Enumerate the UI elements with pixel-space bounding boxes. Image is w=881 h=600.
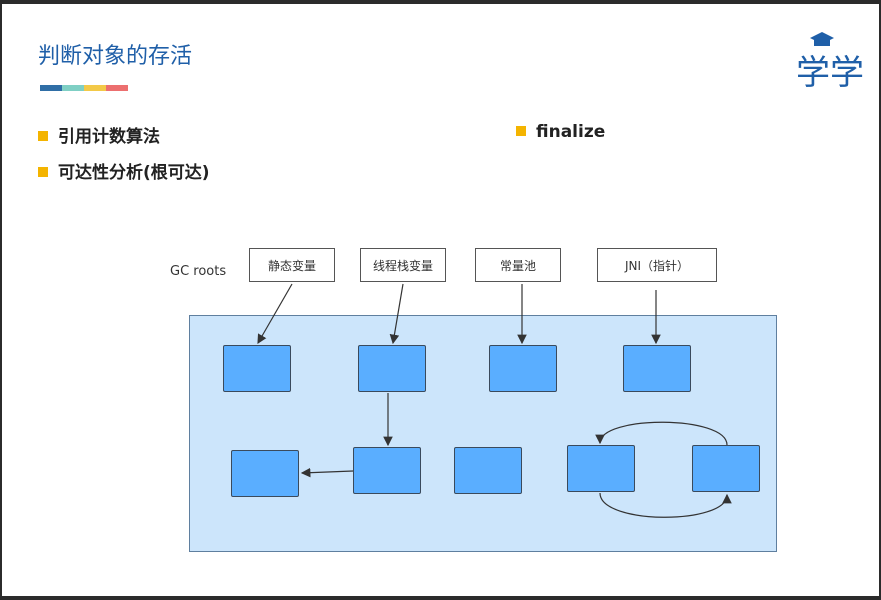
bullet-item-1: 引用计数算法: [38, 122, 160, 147]
bullet-item-2: 可达性分析(根可达): [38, 158, 210, 183]
brand-logo: 学学: [792, 26, 864, 93]
arrow-cycle-bottom: [599, 492, 732, 518]
accent-bar-2: [62, 85, 84, 91]
heap-object: [623, 345, 691, 392]
bullet-square-icon: [38, 131, 48, 141]
root-jni-pointer: JNI（指针）: [597, 248, 717, 282]
accent-bar-3: [84, 85, 106, 91]
heap-object: [353, 447, 421, 494]
logo-text: 学学: [796, 53, 864, 88]
heap-object: [223, 345, 291, 392]
bullet-item-3: finalize: [516, 122, 605, 142]
graduation-cap-icon: 学学: [796, 32, 864, 93]
bullet-square-icon: [516, 126, 526, 136]
arrow-static-to-object: [257, 283, 293, 345]
arrow-cycle-top: [595, 421, 728, 446]
accent-bar-4: [106, 85, 128, 91]
accent-bar-1: [40, 85, 62, 91]
heap-object: [489, 345, 557, 392]
heap-object: [692, 445, 760, 492]
arrow-object-to-object: [300, 467, 354, 478]
arrow-thread-stack-to-object: [389, 283, 404, 345]
bullet-text: finalize: [536, 122, 606, 142]
root-static-variable: 静态变量: [249, 248, 335, 282]
bullet-text: 可达性分析(根可达): [58, 163, 210, 183]
gc-roots-label: GC roots: [170, 264, 227, 279]
root-constant-pool: 常量池: [475, 248, 561, 282]
bullet-text: 引用计数算法: [58, 127, 160, 147]
heap-object: [567, 445, 635, 492]
heap-object: [358, 345, 426, 392]
heap-object: [454, 447, 522, 494]
root-thread-stack-variable: 线程栈变量: [360, 248, 446, 282]
heap-object: [231, 450, 299, 497]
slide-title: 判断对象的存活: [38, 44, 193, 69]
bullet-square-icon: [38, 167, 48, 177]
